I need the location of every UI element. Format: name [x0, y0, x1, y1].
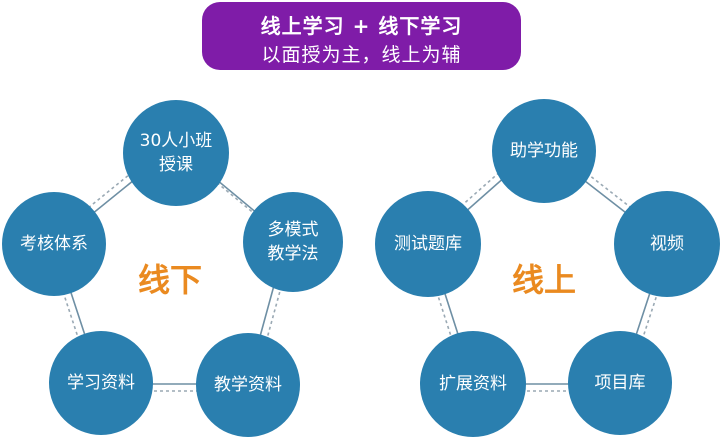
online-label: 线上	[512, 261, 577, 299]
offline-node-small-class: 30人小班 授课	[123, 100, 229, 206]
offline-node-study-materials: 学习资料	[49, 331, 153, 435]
banner-subtitle: 以面授为主，线上为辅	[261, 44, 462, 66]
online-node-videos: 视频	[614, 191, 720, 297]
offline-node-teaching-materials: 教学资料	[196, 333, 300, 437]
offline-node-multi-mode-teaching: 多模式 教学法	[243, 192, 343, 292]
online-node-project-library: 项目库	[568, 331, 672, 435]
online-node-extended-materials: 扩展资料	[420, 331, 526, 437]
header-banner: 线上学习 + 线下学习 以面授为主，线上为辅	[202, 2, 521, 70]
offline-label: 线下	[138, 261, 203, 299]
online-node-learning-support: 助学功能	[492, 99, 596, 203]
online-node-test-bank: 测试题库	[375, 191, 481, 297]
offline-node-assessment-system: 考核体系	[2, 192, 106, 296]
banner-title: 线上学习 + 线下学习	[260, 14, 463, 38]
